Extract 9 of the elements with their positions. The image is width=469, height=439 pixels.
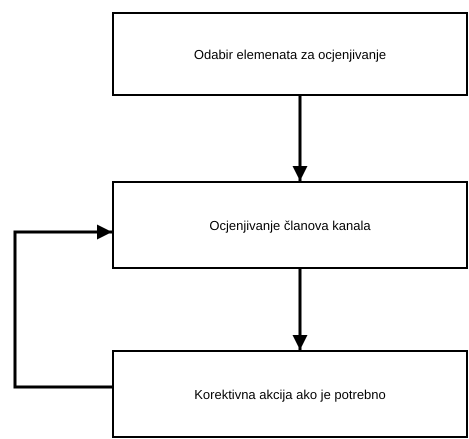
box-label: Korektivna akcija ako je potrebno xyxy=(194,386,386,402)
arrow xyxy=(14,224,112,388)
process-box xyxy=(112,12,468,96)
arrow xyxy=(292,269,308,350)
box-label: Ocjenjivanje članova kanala xyxy=(209,218,371,232)
process-box xyxy=(112,350,468,438)
process-box xyxy=(112,181,468,269)
box-label: Odabir elemenata za ocjenjivanje xyxy=(194,46,386,62)
arrow xyxy=(292,96,308,181)
